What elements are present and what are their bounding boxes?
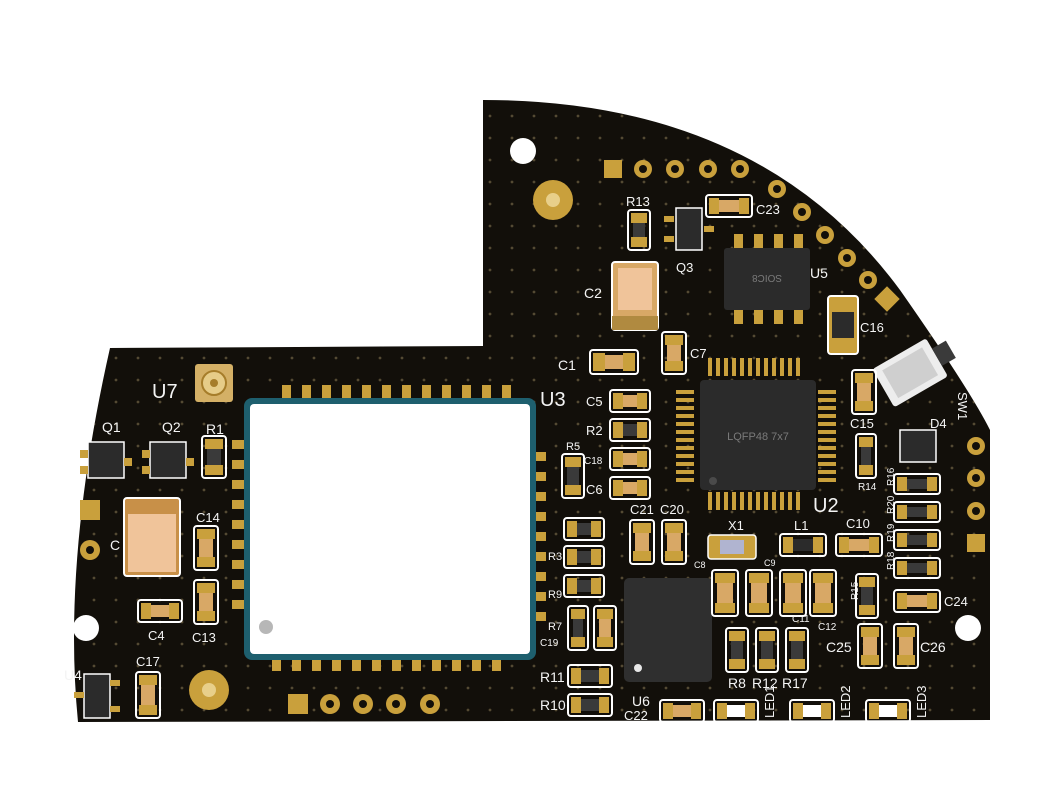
ic-u6	[624, 578, 712, 682]
label-c25: C25	[826, 639, 852, 655]
label-led2: LED2	[838, 685, 853, 718]
label-r16: R16	[886, 467, 897, 486]
label-c12: C12	[818, 622, 837, 633]
label-l1: L1	[794, 518, 808, 533]
label-c23: C23	[756, 202, 780, 217]
label-r1: R1	[206, 421, 224, 437]
label-c9: C9	[764, 558, 776, 568]
crystal-x1	[707, 534, 757, 560]
passive-v	[135, 209, 919, 719]
cap-c2	[611, 261, 659, 331]
connector-u7	[195, 364, 233, 402]
label-c20: C20	[660, 502, 684, 517]
label-c14: C14	[196, 510, 220, 525]
label-c8: C8	[694, 560, 706, 570]
label-c6: C6	[586, 482, 603, 497]
label-r2: R2	[586, 423, 603, 438]
mounting-hole	[955, 615, 981, 641]
label-u6: U6	[632, 693, 650, 709]
label-c16: C16	[860, 320, 884, 335]
label-q3: Q3	[676, 260, 693, 275]
label-u2: U2	[813, 495, 839, 517]
module-u3	[232, 385, 546, 671]
label-u3: U3	[540, 389, 566, 411]
label-r14: R14	[858, 482, 877, 493]
label-r19: R19	[886, 523, 897, 542]
cap-c16	[827, 295, 859, 355]
switch-sw1	[873, 339, 956, 407]
label-c11: C11	[792, 614, 810, 625]
passive-h	[137, 194, 941, 723]
fiducial-pad	[202, 683, 216, 697]
ic-u5	[724, 234, 810, 324]
label-c13: C13	[192, 630, 216, 645]
label-r10: R10	[540, 697, 566, 713]
label-c3: C	[110, 537, 120, 553]
label-r11: R11	[540, 669, 565, 685]
header-bottom	[288, 694, 440, 714]
label-c10: C10	[846, 516, 870, 531]
label-c15: C15	[850, 416, 874, 431]
header-arc	[768, 180, 900, 312]
label-c26: C26	[920, 639, 946, 655]
transistor-q2	[142, 441, 194, 479]
label-led3: LED3	[914, 685, 929, 718]
label-x1: X1	[728, 518, 744, 533]
mounting-hole	[73, 615, 99, 641]
label-r5: R5	[566, 441, 580, 453]
label-d4: D4	[930, 416, 947, 431]
diode-d4	[899, 429, 937, 463]
label-c5: C5	[586, 394, 603, 409]
mounting-hole	[510, 138, 536, 164]
label-c17: C17	[136, 654, 160, 669]
label-c24: C24	[944, 594, 968, 609]
label-u5: U5	[810, 265, 828, 281]
silkscreen-labels: U7 U3 U2 U5 U4 U6 Q1 Q2 Q3 R1 R13 C23 C2…	[64, 194, 970, 723]
transistor-q1	[80, 441, 132, 479]
header-left	[80, 500, 100, 560]
label-c7: C7	[690, 346, 707, 361]
u5-package-text: SOIC8	[752, 272, 782, 283]
ic-u2	[676, 358, 836, 510]
label-r12: R12	[752, 675, 778, 691]
label-r20: R20	[886, 495, 897, 514]
label-c4: C4	[148, 628, 165, 643]
label-c22: C22	[624, 708, 648, 723]
header-top	[604, 160, 749, 178]
label-c2: C2	[584, 285, 602, 301]
label-r15: R15	[850, 581, 861, 600]
leds	[713, 699, 911, 723]
label-r3: R3	[548, 551, 562, 563]
label-c21: C21	[630, 502, 654, 517]
label-u7: U7	[152, 381, 178, 403]
label-led1: LED1	[762, 685, 777, 718]
label-c18: C18	[584, 456, 603, 467]
label-r17: R17	[782, 675, 808, 691]
label-sw1: SW1	[955, 392, 970, 420]
label-q2: Q2	[162, 419, 181, 435]
transistor-q3	[664, 207, 714, 251]
label-c19: C19	[540, 638, 559, 649]
cap-c3	[123, 497, 181, 577]
label-r7: R7	[548, 621, 562, 633]
label-r9: R9	[548, 589, 562, 601]
label-c1: C1	[558, 357, 576, 373]
label-u4: U4	[64, 667, 82, 683]
label-r8: R8	[728, 675, 746, 691]
label-q1: Q1	[102, 419, 121, 435]
ic-u4	[74, 673, 120, 719]
header-right	[967, 437, 985, 552]
label-r18: R18	[886, 551, 897, 570]
u2-package-text: LQFP48 7x7	[727, 431, 789, 443]
label-r13: R13	[626, 194, 650, 209]
fiducial-pad	[546, 193, 560, 207]
